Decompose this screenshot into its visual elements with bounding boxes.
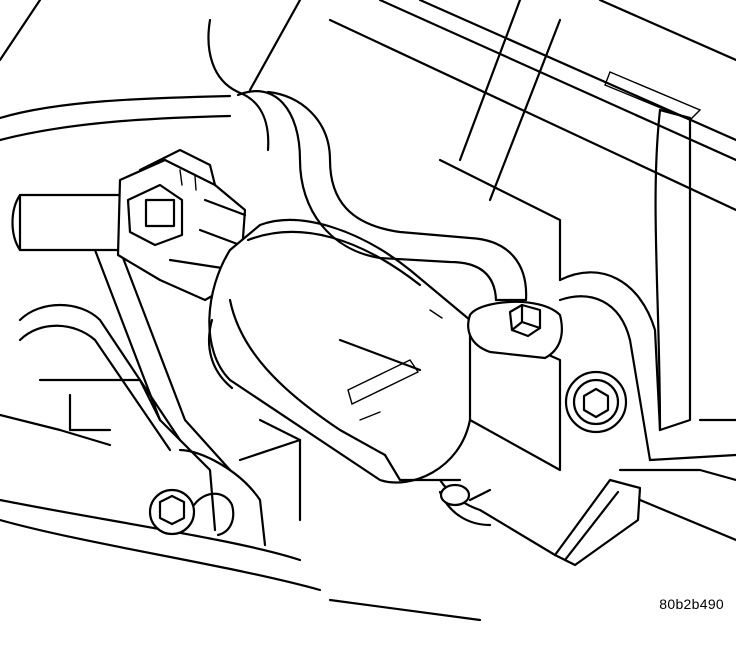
hose-fitting-nut [467, 300, 563, 360]
lower-strap [438, 453, 736, 567]
lower-left-bolt [148, 488, 235, 537]
right-mounting-bolt [564, 370, 628, 434]
electrical-connector [11, 148, 247, 302]
right-casting [558, 271, 736, 462]
figure-reference-code: 80b2b490 [659, 596, 724, 612]
solenoid-body [208, 218, 562, 484]
background-structure [0, 0, 736, 432]
vacuum-hose [236, 90, 528, 302]
